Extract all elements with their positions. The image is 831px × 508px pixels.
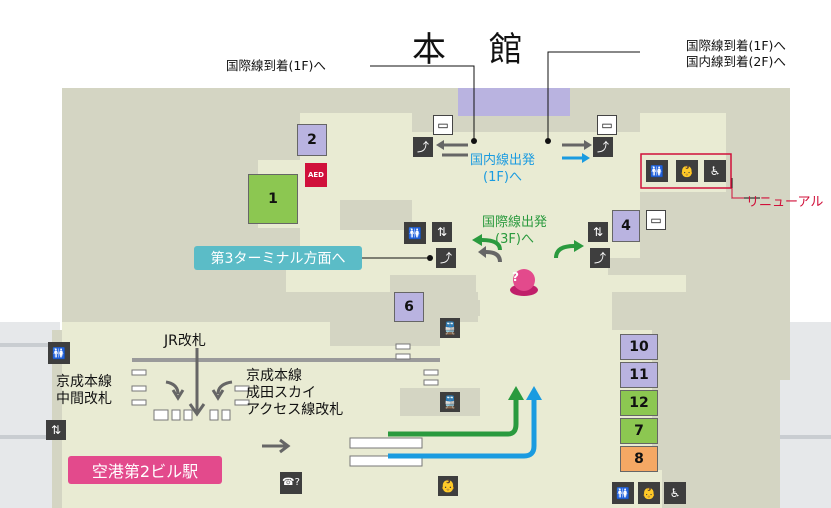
jr-gate-label: JR改札 xyxy=(164,333,206,349)
elevator-icon: ⇅ xyxy=(46,420,66,440)
escalator-icon: ⤴ xyxy=(590,248,610,268)
gate-mark xyxy=(395,353,411,360)
leader-dots xyxy=(427,138,551,261)
gate-mark xyxy=(131,369,147,376)
gate-11[interactable]: 11 xyxy=(620,362,658,388)
leader-lines xyxy=(362,51,760,259)
note-dom-departure: 国内線出発 (1F)へ xyxy=(470,153,536,185)
gate-mark xyxy=(395,343,411,350)
gate-mark xyxy=(234,399,250,406)
gate-7[interactable]: 7 xyxy=(620,418,658,444)
toilet-icon: 🚻 xyxy=(646,160,668,182)
note-intl-departure: 国際線出発 (3F)へ xyxy=(482,215,548,247)
ticket-machine-icon: ▭ xyxy=(597,115,617,135)
aed-label: AED xyxy=(307,170,324,179)
baby-room-icon: 👶 xyxy=(676,160,698,182)
gate-4[interactable]: 4 xyxy=(612,210,640,242)
help-phone-icon: ☎? xyxy=(280,472,302,494)
information-icon: ? xyxy=(512,270,519,284)
toilet-icon: 🚻 xyxy=(48,342,70,364)
gate-mark xyxy=(131,385,147,392)
gate-mark xyxy=(423,369,439,376)
building-title: 本 館 xyxy=(412,30,539,70)
ticket-machine-icon: ▭ xyxy=(433,115,453,135)
gate-6[interactable]: 6 xyxy=(394,292,424,322)
gate-12[interactable]: 12 xyxy=(620,390,658,416)
gate-mark xyxy=(423,379,439,386)
train-icon: 🚆 xyxy=(440,318,460,338)
gate-2[interactable]: 2 xyxy=(297,124,327,156)
station-flow-arrows xyxy=(165,348,291,454)
wheelchair-icon: ♿ xyxy=(704,160,726,182)
keisei-mid-gate-label: 京成本線 中間改札 xyxy=(56,374,112,407)
dom-route-blue xyxy=(388,386,542,459)
keisei-skyaccess-gate-label: 京成本線 成田スカイ アクセス線改札 xyxy=(246,368,344,418)
jr-gate-line xyxy=(132,358,440,362)
escalator-icon: ⤴ xyxy=(413,137,433,157)
note-intl-arrival-right: 国際線到着(1F)へ xyxy=(686,38,786,53)
top-purple-block xyxy=(458,88,570,116)
gate-8[interactable]: 8 xyxy=(620,446,658,472)
gate-mark xyxy=(131,399,147,406)
turnstile-row-2 xyxy=(349,455,423,467)
toilet-icon: 🚻 xyxy=(404,222,426,244)
station-name-sign[interactable]: 空港第2ビル駅 xyxy=(68,456,222,484)
wheelchair-icon: ♿ xyxy=(664,482,686,504)
note-renewal: リニューアル xyxy=(746,195,824,210)
toilet-icon: 🚻 xyxy=(612,482,634,504)
escalator-icon: ⤴ xyxy=(593,137,613,157)
train-icon: 🚆 xyxy=(440,392,460,412)
aed-icon: AED xyxy=(305,163,327,187)
gate-mark xyxy=(234,385,250,392)
note-intl-arrival-left: 国際線到着(1F)へ xyxy=(226,58,326,73)
turnstile-row-1 xyxy=(349,437,423,449)
baby-room-icon: 👶 xyxy=(438,476,458,496)
note-dom-arrival-right: 国内線到着(2F)へ xyxy=(686,54,786,69)
intl-route-green xyxy=(388,386,524,437)
gate-1[interactable]: 1 xyxy=(248,174,298,224)
center-gate-row xyxy=(153,409,231,421)
terminal3-direction-sign[interactable]: 第3ターミナル方面へ xyxy=(194,246,362,270)
ticket-machine-icon: ▭ xyxy=(646,210,666,230)
inner-wall-block-1 xyxy=(340,200,412,230)
information-counter xyxy=(510,269,538,296)
baby-room-icon: 👶 xyxy=(638,482,660,504)
elevator-icon: ⇅ xyxy=(588,222,608,242)
renewal-box xyxy=(640,153,732,189)
elevator-icon: ⇅ xyxy=(432,222,452,242)
gate-10[interactable]: 10 xyxy=(620,334,658,360)
upper-flow-arrows xyxy=(436,140,592,263)
upper-concourse-floor xyxy=(286,113,726,316)
escalator-icon: ⤴ xyxy=(436,248,456,268)
